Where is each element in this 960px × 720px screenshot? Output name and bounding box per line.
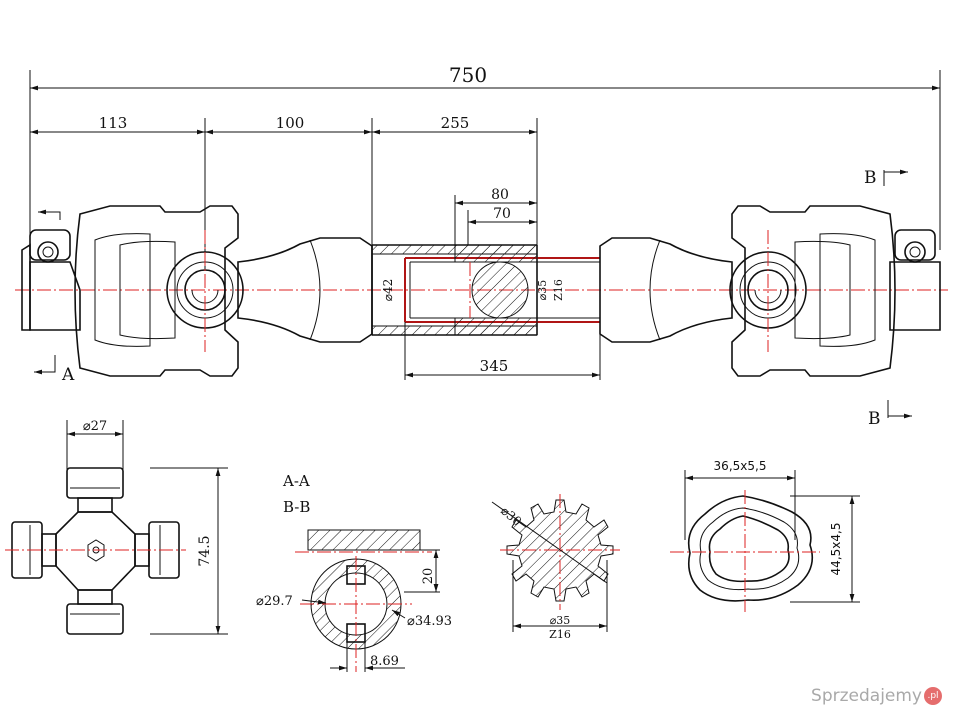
watermark-badge: .pl — [924, 687, 942, 705]
dim-100: 100 — [276, 114, 305, 132]
dim-z16-spline: Z16 — [549, 628, 571, 641]
top-dimensions: 750 113 100 255 80 70 — [29, 63, 941, 270]
dim-dia-3493: ⌀34.93 — [407, 614, 452, 629]
section-mark-b-bottom: B — [868, 409, 881, 429]
tube-view: 36,5x5,5 44,5x4,5 — [670, 459, 860, 612]
dim-z16: Z16 — [552, 279, 565, 301]
watermark-text: Sprzedajemy — [811, 686, 922, 706]
spline-view: ⌀30 ⌀35 Z16 — [491, 494, 620, 641]
dim-overall: 750 — [449, 63, 487, 87]
dim-dia-42: ⌀42 — [381, 279, 395, 302]
dim-70: 70 — [493, 206, 511, 222]
shaft-main-view: ⌀42 ⌀35 Z16 345 A — [15, 168, 948, 429]
dim-20: 20 — [421, 568, 436, 585]
section-view: A-A B-B 20 ⌀29.7 ⌀34.93 8.69 — [256, 472, 452, 672]
section-label-aa: A-A — [282, 472, 310, 490]
watermark: Sprzedajemy.pl — [811, 686, 942, 706]
dim-113: 113 — [99, 114, 128, 132]
dim-869: 8.69 — [370, 654, 399, 669]
dim-745: 74.5 — [197, 535, 213, 566]
dim-255: 255 — [441, 114, 470, 132]
dim-80: 80 — [491, 187, 509, 203]
cross-view: ⌀27 74.5 — [5, 419, 228, 635]
section-mark-b-top: B — [864, 168, 877, 188]
dim-dia-35-spline: ⌀35 — [550, 614, 571, 627]
tube-height-label: 44,5x4,5 — [829, 523, 843, 576]
dim-dia-27: ⌀27 — [83, 419, 107, 434]
dim-dia-297: ⌀29.7 — [256, 594, 293, 609]
dim-345: 345 — [480, 357, 509, 375]
section-mark-a: A — [61, 365, 75, 385]
tube-width-label: 36,5x5,5 — [714, 459, 767, 473]
dim-dia-35: ⌀35 — [536, 280, 549, 301]
section-label-bb: B-B — [283, 498, 310, 516]
